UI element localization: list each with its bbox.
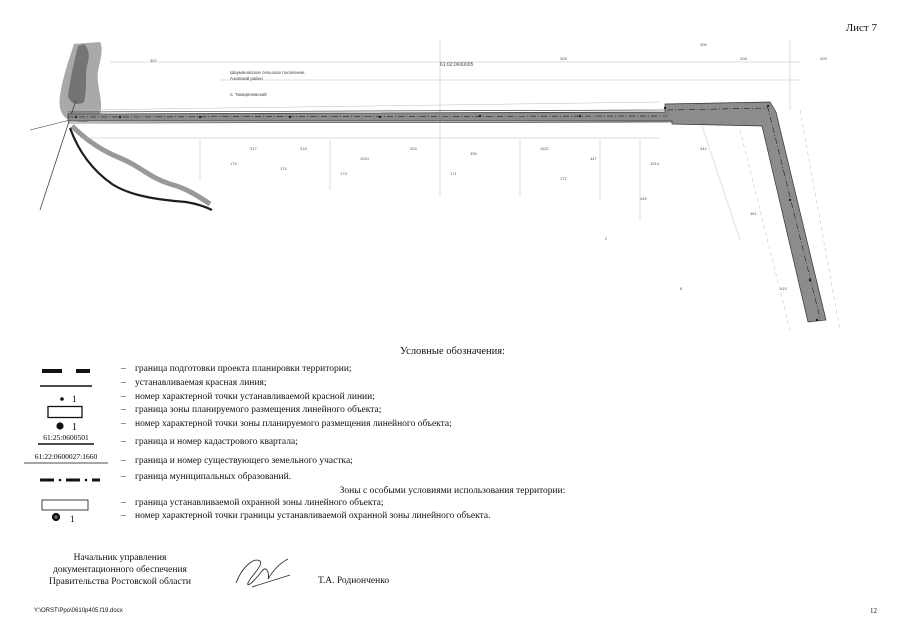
svg-text:1521: 1521 [540, 146, 550, 151]
sheet-label: Лист 7 [845, 22, 877, 34]
svg-text:335: 335 [470, 151, 477, 156]
handwritten-signature [235, 558, 291, 588]
svg-text:305: 305 [560, 56, 567, 61]
signer-title-line: Правительства Ростовской области [49, 577, 191, 587]
signer-title-line: Начальник управления [73, 553, 167, 563]
legend-dash: – [121, 472, 126, 482]
legend-label: граница и номер кадастрового квартала; [135, 437, 298, 447]
svg-text:172: 172 [560, 176, 567, 181]
signer-name: Т.А. Родионченко [318, 576, 390, 586]
svg-text:444: 444 [700, 146, 707, 151]
river-shape [59, 42, 213, 211]
legend-label: номер характерной точки границы устанавл… [135, 511, 491, 521]
legend-dash: – [121, 456, 126, 466]
svg-text:1024: 1024 [360, 156, 370, 161]
planned-zone-point-symbol: 1 [56, 422, 77, 433]
point-markers [74, 104, 819, 322]
legend-title: Условные обозначения: [399, 346, 505, 357]
svg-text:208: 208 [740, 56, 747, 61]
municipal-boundary-symbol [40, 478, 100, 482]
cadastral-quarter-label: 61:02:0600005 [440, 62, 474, 68]
legend-dash: – [121, 378, 126, 388]
planned-corridor [67, 101, 827, 323]
symbol-number: 1 [72, 394, 77, 404]
boundary-line-left [29, 119, 71, 131]
symbol-number: 1 [72, 422, 77, 433]
legend-dash: – [121, 498, 126, 508]
settlement-label: Шаумяновское сельское поселение, [230, 70, 306, 75]
legend-dash: – [121, 364, 126, 374]
parcel-number-labels: 317 318 1024 324 335 1521 447 1514 444 175 174 1… [150, 42, 827, 291]
svg-text:2: 2 [605, 236, 608, 241]
legend-label: граница и номер существующего земельного… [135, 456, 353, 466]
legend-label: граница зоны планируемого размещения лин… [135, 405, 382, 415]
legend-label: граница устанавливаемой охранной зоны ли… [135, 498, 384, 508]
legend-label: устанавливаемая красная линия; [135, 378, 267, 388]
file-path: Y:\ORST\Ppo\0610p405.f19.docx [34, 608, 123, 614]
svg-text:174: 174 [280, 166, 287, 171]
symbol-number: 61:22:0600027:1660 [35, 452, 98, 461]
parcel-grid [79, 40, 841, 331]
svg-text:307: 307 [150, 58, 157, 63]
existing-parcel-symbol: 61:22:0600027:1660 [24, 452, 108, 464]
svg-text:8: 8 [680, 286, 683, 291]
page-number: 12 [870, 607, 877, 615]
svg-text:171: 171 [450, 171, 457, 176]
red-line-symbol [40, 385, 92, 387]
symbol-number: 61:25:0600501 [43, 434, 89, 442]
svg-text:445: 445 [640, 196, 647, 201]
legend-dash: – [121, 511, 126, 521]
svg-text:324: 324 [410, 146, 417, 151]
legend-label: номер характерной точки устанавливаемой … [135, 392, 375, 402]
symbol-number: 1 [70, 514, 75, 524]
svg-text:209: 209 [820, 56, 827, 61]
legend-label: граница подготовки проекта планировки те… [135, 364, 352, 374]
planning-map: 317 318 1024 324 335 1521 447 1514 444 175 174 1… [29, 40, 841, 331]
legend-label: номер характерной точки зоны планируемог… [135, 419, 452, 429]
svg-text:1514: 1514 [650, 161, 660, 166]
district-label: Азовский район [230, 75, 263, 81]
security-zone-point-symbol: 1 [51, 512, 75, 524]
signer-title-line: документационного обеспечения [53, 565, 187, 575]
svg-text:461: 461 [750, 211, 757, 216]
svg-text:447: 447 [590, 156, 597, 161]
svg-text:175: 175 [230, 161, 237, 166]
svg-text:306: 306 [700, 42, 707, 47]
planned-zone-symbol [47, 405, 83, 419]
planning-boundary-symbol [42, 369, 90, 373]
red-line-point-symbol: 1 [60, 394, 77, 404]
svg-text:318: 318 [300, 146, 307, 151]
svg-text:173: 173 [340, 171, 347, 176]
signer-title: Начальник управления документационного о… [40, 552, 200, 588]
locality-label: п. Тимирязевский [230, 91, 267, 97]
security-zone-symbol [41, 499, 89, 511]
legend-dash: – [121, 405, 126, 415]
legend-label: граница муниципальных образований. [135, 472, 292, 482]
zones-title: Зоны с особыми условиями использования т… [339, 486, 566, 496]
legend-dash: – [121, 419, 126, 429]
svg-text:317: 317 [250, 146, 257, 151]
svg-text:415: 415 [780, 286, 787, 291]
cadastral-quarter-symbol: 61:25:0600501 [38, 434, 94, 445]
legend-dash: – [121, 392, 126, 402]
legend-dash: – [121, 437, 126, 447]
